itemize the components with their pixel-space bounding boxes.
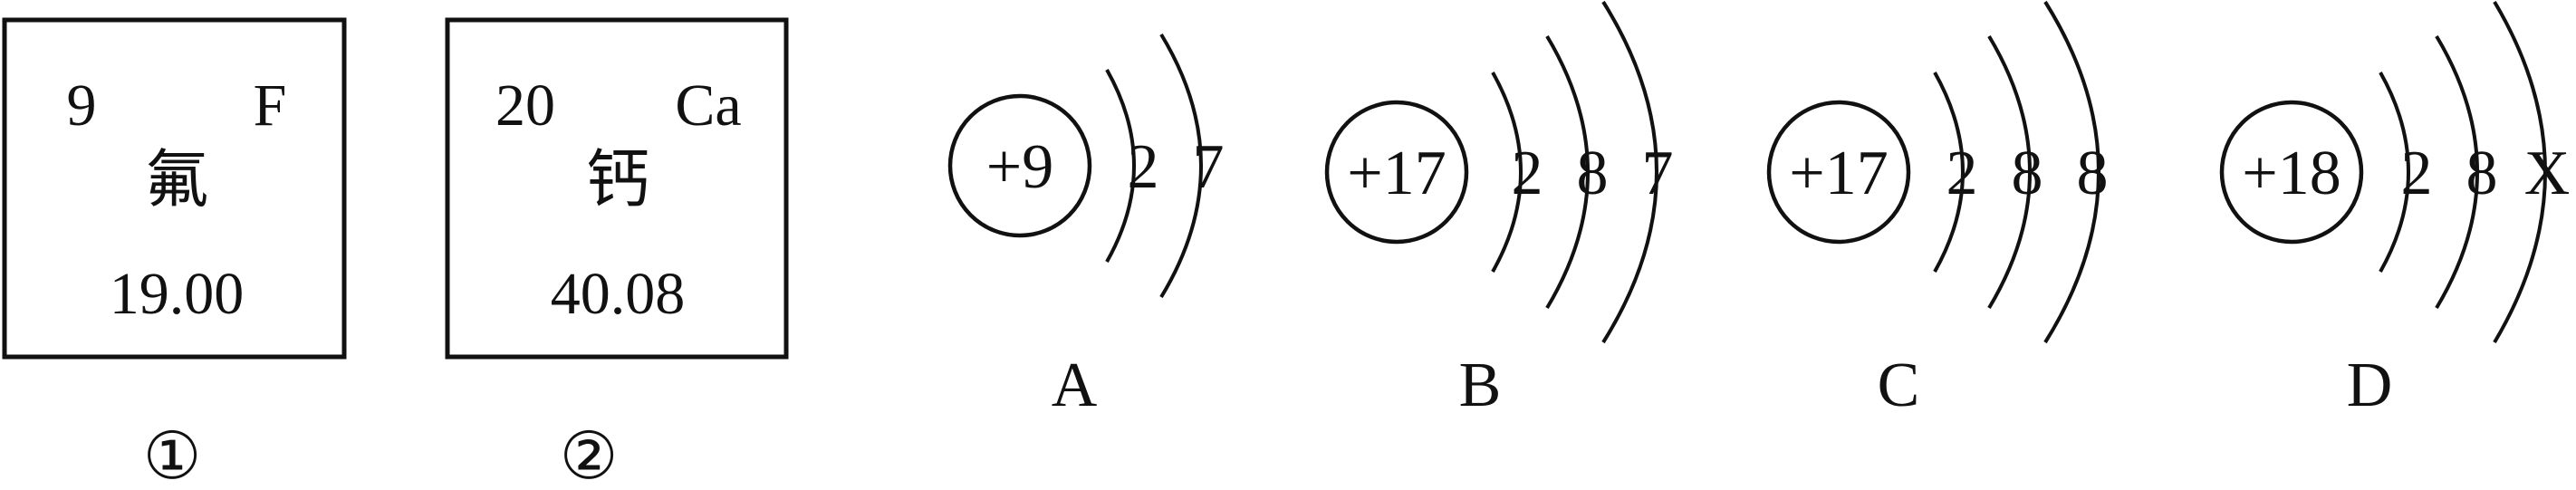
atom-diagram-a: +9 2 7 A	[947, 33, 1225, 420]
atom-diagram-b: +17 2 8 7 B	[1324, 0, 1674, 420]
atomic-number: 20	[495, 72, 555, 139]
card-label: ②	[560, 418, 619, 490]
electron-shell-arc	[1933, 72, 1965, 273]
atomic-number: 9	[67, 72, 97, 139]
element-card-fluorine: 9 F 氟 19.00 ①	[2, 17, 347, 490]
electron-shell-arc	[2379, 72, 2410, 273]
shell-electron-count: 2	[1512, 139, 1543, 208]
shell-electron-count: 2	[1946, 139, 1978, 208]
nucleus-charge: +9	[986, 132, 1053, 202]
shell-electron-count: 7	[1642, 139, 1674, 208]
element-name: 钙	[586, 142, 649, 216]
electron-shell-arc	[2435, 34, 2479, 310]
shell-electron-count: 8	[2012, 139, 2043, 208]
atom-diagram-c: +17 2 8 8 C	[1766, 0, 2109, 420]
element-card-calcium: 20 Ca 钙 40.08 ②	[445, 17, 789, 490]
nucleus-charge: +18	[2242, 139, 2341, 208]
electron-shell-arc	[1545, 34, 1590, 310]
element-symbol: F	[254, 72, 287, 139]
card-label: ①	[143, 418, 202, 490]
shell-electron-count: 8	[2466, 139, 2498, 208]
shell-electron-count: 7	[1193, 132, 1225, 202]
atom-diagram-d: +18 2 8 X D	[2219, 0, 2571, 420]
electron-shell-arc	[2043, 0, 2100, 344]
shell-electron-count: 2	[1128, 132, 1159, 202]
electron-shell-arc	[2493, 0, 2547, 344]
shell-electron-count: X	[2524, 139, 2571, 208]
diagram-label: D	[2347, 351, 2393, 420]
electron-shell-arc	[1105, 69, 1136, 263]
atomic-mass: 19.00	[110, 261, 245, 327]
atomic-mass: 40.08	[551, 261, 686, 327]
electron-shell-arc	[1491, 72, 1523, 273]
element-symbol: Ca	[675, 72, 741, 139]
diagram-label: C	[1878, 351, 1920, 420]
diagram-label: B	[1459, 351, 1502, 420]
nucleus-circle	[2219, 100, 2364, 245]
electron-shell-arc	[1987, 34, 2032, 310]
electron-shell-arc	[1159, 33, 1203, 299]
electron-shell-arc	[1601, 0, 1658, 344]
nucleus-charge: +17	[1789, 139, 1888, 208]
nucleus-circle	[947, 93, 1092, 238]
nucleus-charge: +17	[1347, 139, 1446, 208]
diagram-label: A	[1052, 351, 1098, 420]
shell-electron-count: 8	[2077, 139, 2109, 208]
shell-electron-count: 8	[1577, 139, 1609, 208]
element-name: 氟	[145, 142, 208, 216]
element-card-frame	[2, 17, 347, 360]
nucleus-circle	[1324, 100, 1469, 245]
nucleus-circle	[1766, 100, 1911, 245]
element-card-frame	[445, 17, 789, 360]
shell-electron-count: 2	[2401, 139, 2433, 208]
